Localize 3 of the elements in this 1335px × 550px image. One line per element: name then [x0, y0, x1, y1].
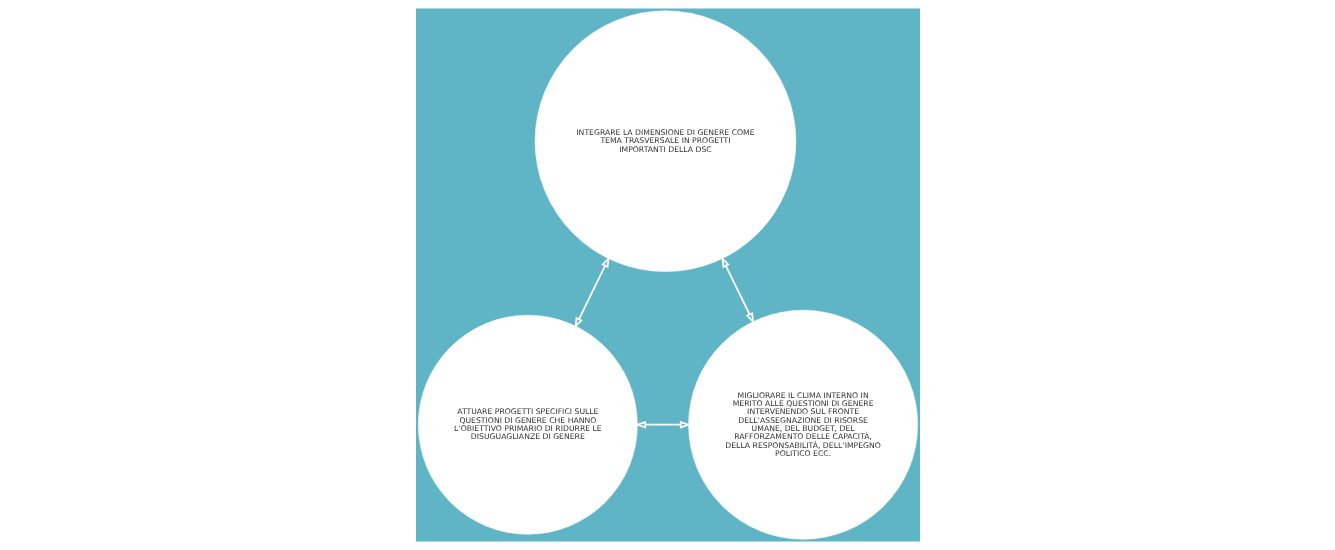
- arrow: [573, 256, 610, 329]
- arrow: [634, 420, 691, 429]
- arrow: [720, 256, 754, 324]
